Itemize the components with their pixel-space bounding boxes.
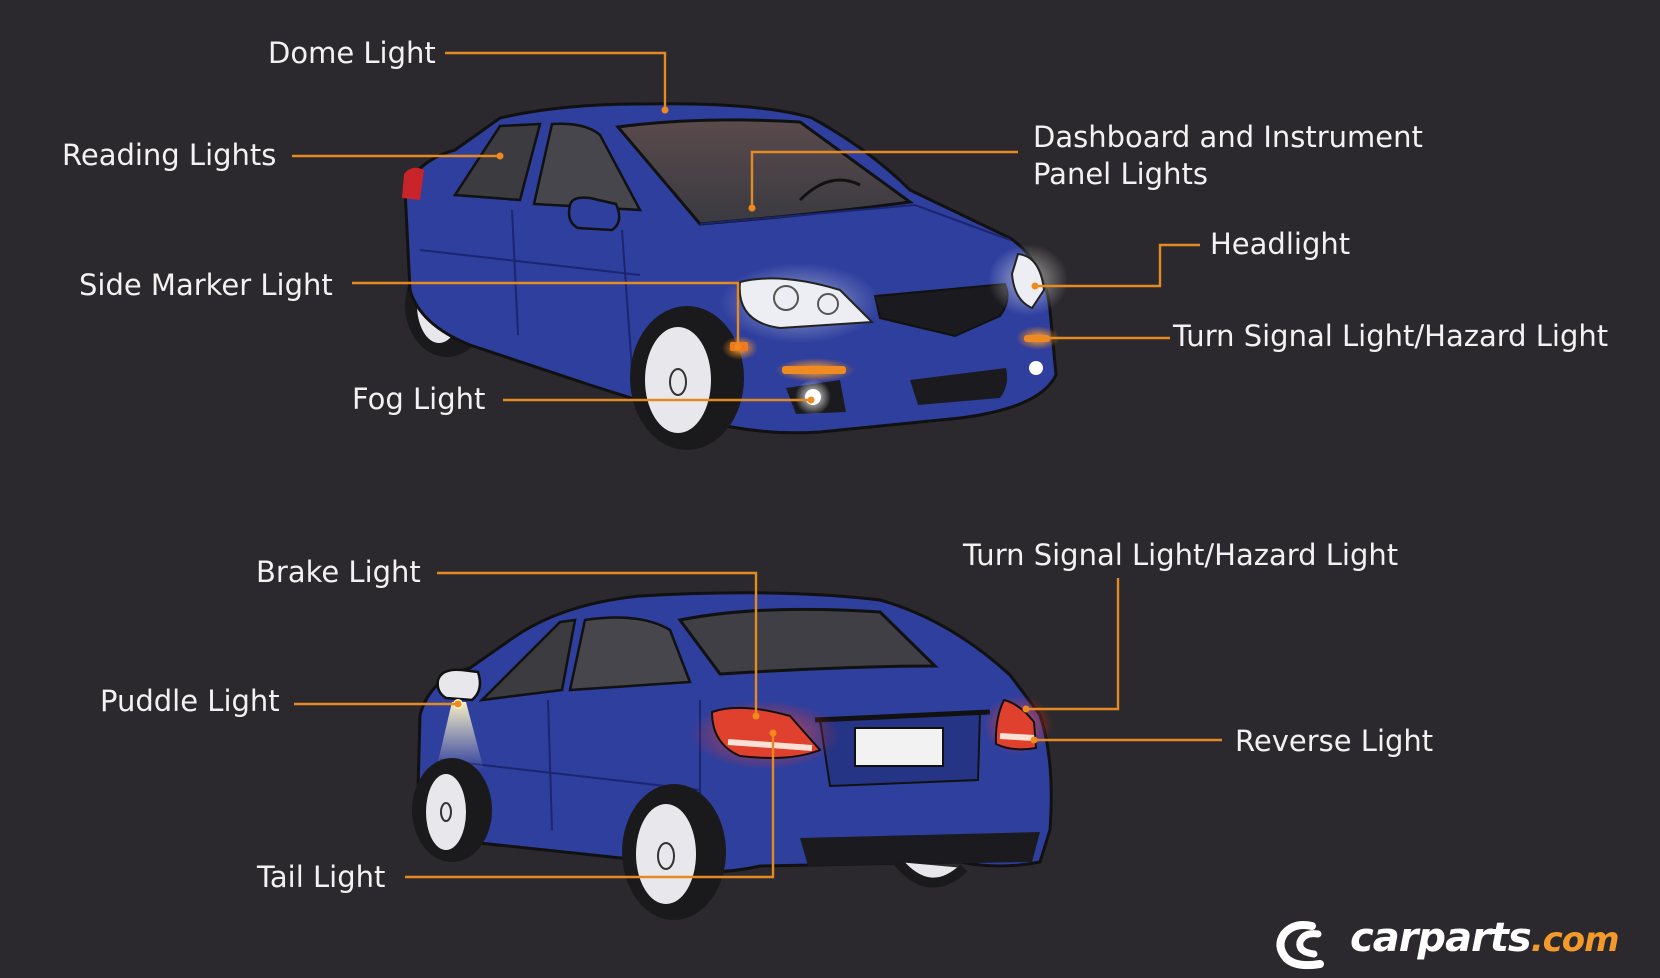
label-side-marker-light: Side Marker Light [79,268,333,302]
label-reading-lights: Reading Lights [62,138,277,172]
rear-car-side-window-rear [568,616,692,692]
rear-car-rear-window [677,607,939,676]
brand-name: carparts [1350,915,1532,961]
leader-tail-light [405,733,775,879]
label-dashboard-lights-line1: Dashboard and Instrument [1033,120,1423,154]
leader-dashboard-lights [750,150,1018,208]
label-puddle-light: Puddle Light [100,684,280,718]
rear-car [412,591,1053,920]
carparts-logo-icon [1276,921,1324,970]
leader-headlight [1035,243,1200,288]
leader-turn-signal-rear [1026,578,1120,711]
label-turn-signal-rear: Turn Signal Light/Hazard Light [963,538,1399,572]
leader-side-marker [352,281,740,347]
front-car-front-side-window [532,122,643,212]
brand-tld: .com [1530,920,1620,960]
front-car-rear-lamp [402,167,424,200]
label-headlight: Headlight [1210,227,1351,261]
puddle-light-beam [436,702,484,770]
leader-dome-light [445,51,667,110]
front-car-headlight-left [738,277,875,330]
front-car-front-rim [645,327,711,433]
carparts-logo: carparts.com [1350,914,1620,964]
rear-car-side-window-front [478,618,577,702]
label-fog-light: Fog Light [352,382,486,416]
front-car-mirror [567,196,621,232]
label-turn-signal-front: Turn Signal Light/Hazard Light [1173,319,1609,353]
label-dashboard-lights-line2: Panel Lights [1033,157,1208,191]
leader-brake-light [437,571,758,716]
front-car [402,102,1068,450]
label-brake-light: Brake Light [256,555,421,589]
label-dome-light: Dome Light [268,36,436,70]
label-tail-light: Tail Light [257,860,386,894]
rear-car-mirror [436,668,482,702]
leader-lines [292,51,1222,879]
front-turn-signal-lamp [782,366,846,374]
front-car-rear-window [452,122,542,202]
license-plate [854,727,944,767]
label-reverse-light: Reverse Light [1235,724,1434,758]
front-car-headlight-right [1010,252,1046,310]
